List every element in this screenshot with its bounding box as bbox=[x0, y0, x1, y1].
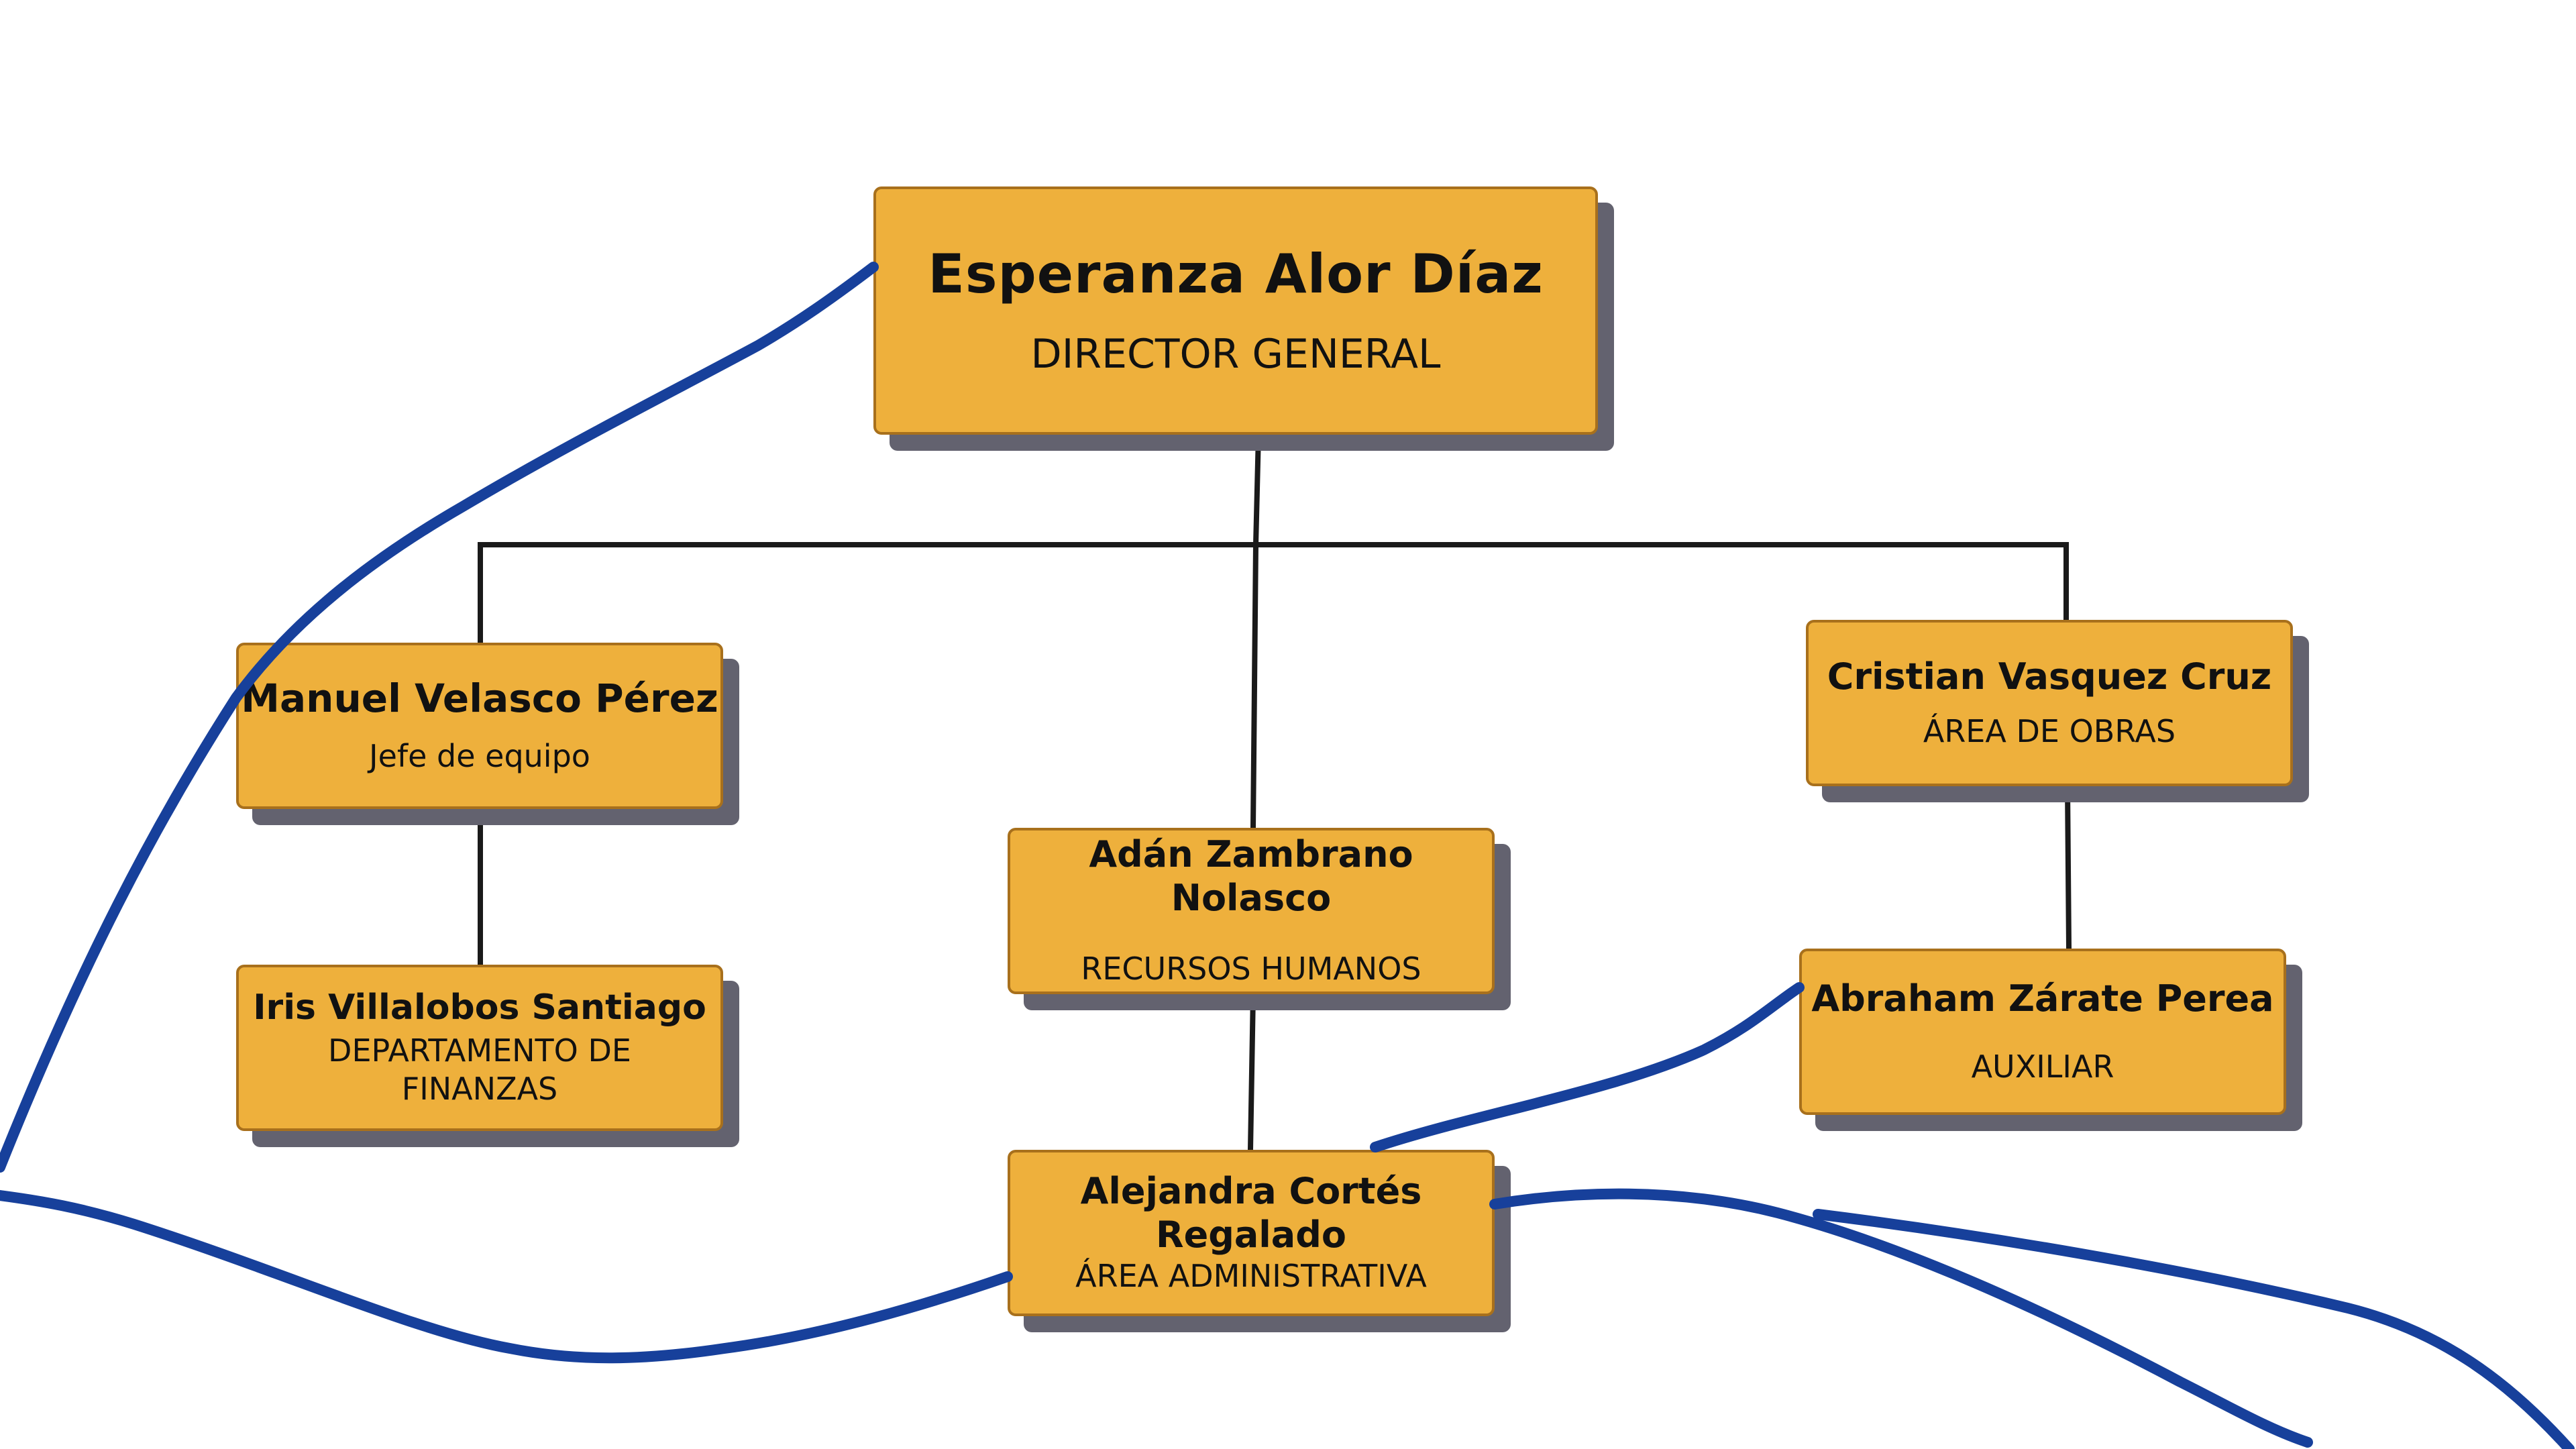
node-role: Jefe de equipo bbox=[369, 738, 590, 775]
decor-stroke-right-far bbox=[1813, 1209, 2575, 1449]
node-name: Esperanza Alor Díaz bbox=[928, 242, 1544, 305]
node-name: Abraham Zárate Perea bbox=[1811, 977, 2274, 1020]
node-area-administrativa: Alejandra Cortés Regalado ÁREA ADMINISTR… bbox=[1008, 1150, 1511, 1332]
node-area-de-obras: Cristian Vasquez Cruz ÁREA DE OBRAS bbox=[1806, 620, 2309, 802]
node-role: RECURSOS HUMANOS bbox=[1081, 951, 1421, 987]
node-role: ÁREA ADMINISTRATIVA bbox=[1075, 1258, 1427, 1295]
node-role: DEPARTAMENTO DE FINANZAS bbox=[328, 1032, 631, 1108]
decor-stroke-bottom-left bbox=[0, 1190, 1013, 1364]
node-role: ÁREA DE OBRAS bbox=[1923, 712, 2176, 749]
node-recursos-humanos: Adán Zambrano Nolasco RECURSOS HUMANOS bbox=[1008, 828, 1511, 1010]
connector-to-adan bbox=[1250, 541, 1259, 831]
connector-adan-alejandra bbox=[1247, 991, 1256, 1153]
node-jefe-de-equipo: Manuel Velasco Pérez Jefe de equipo bbox=[236, 643, 739, 825]
node-box: Adán Zambrano Nolasco RECURSOS HUMANOS bbox=[1008, 828, 1495, 994]
connector-director-trunk bbox=[1252, 431, 1262, 548]
node-box: Cristian Vasquez Cruz ÁREA DE OBRAS bbox=[1806, 620, 2293, 786]
node-box: Esperanza Alor Díaz DIRECTOR GENERAL bbox=[873, 186, 1598, 435]
decor-stroke-left bbox=[0, 262, 879, 1173]
node-role: DIRECTOR GENERAL bbox=[1030, 330, 1441, 378]
connector-cristian-abraham bbox=[2064, 783, 2072, 952]
node-name: Cristian Vasquez Cruz bbox=[1827, 655, 2272, 698]
node-name: Alejandra Cortés Regalado bbox=[1080, 1170, 1422, 1256]
decor-stroke-abraham bbox=[1370, 982, 1805, 1152]
node-role: AUXILIAR bbox=[1971, 1048, 2114, 1085]
decor-stroke-right-lower bbox=[1489, 1188, 2313, 1448]
node-name: Iris Villalobos Santiago bbox=[253, 987, 706, 1028]
node-director-general: Esperanza Alor Díaz DIRECTOR GENERAL bbox=[873, 186, 1614, 451]
node-box: Iris Villalobos Santiago DEPARTAMENTO DE… bbox=[236, 965, 723, 1131]
node-box: Abraham Zárate Perea AUXILIAR bbox=[1799, 949, 2286, 1115]
node-name: Adán Zambrano Nolasco bbox=[1089, 833, 1413, 920]
node-box: Manuel Velasco Pérez Jefe de equipo bbox=[236, 643, 723, 809]
node-departamento-finanzas: Iris Villalobos Santiago DEPARTAMENTO DE… bbox=[236, 965, 739, 1147]
node-box: Alejandra Cortés Regalado ÁREA ADMINISTR… bbox=[1008, 1150, 1495, 1316]
node-auxiliar: Abraham Zárate Perea AUXILIAR bbox=[1799, 949, 2302, 1131]
node-name: Manuel Velasco Pérez bbox=[241, 676, 718, 722]
